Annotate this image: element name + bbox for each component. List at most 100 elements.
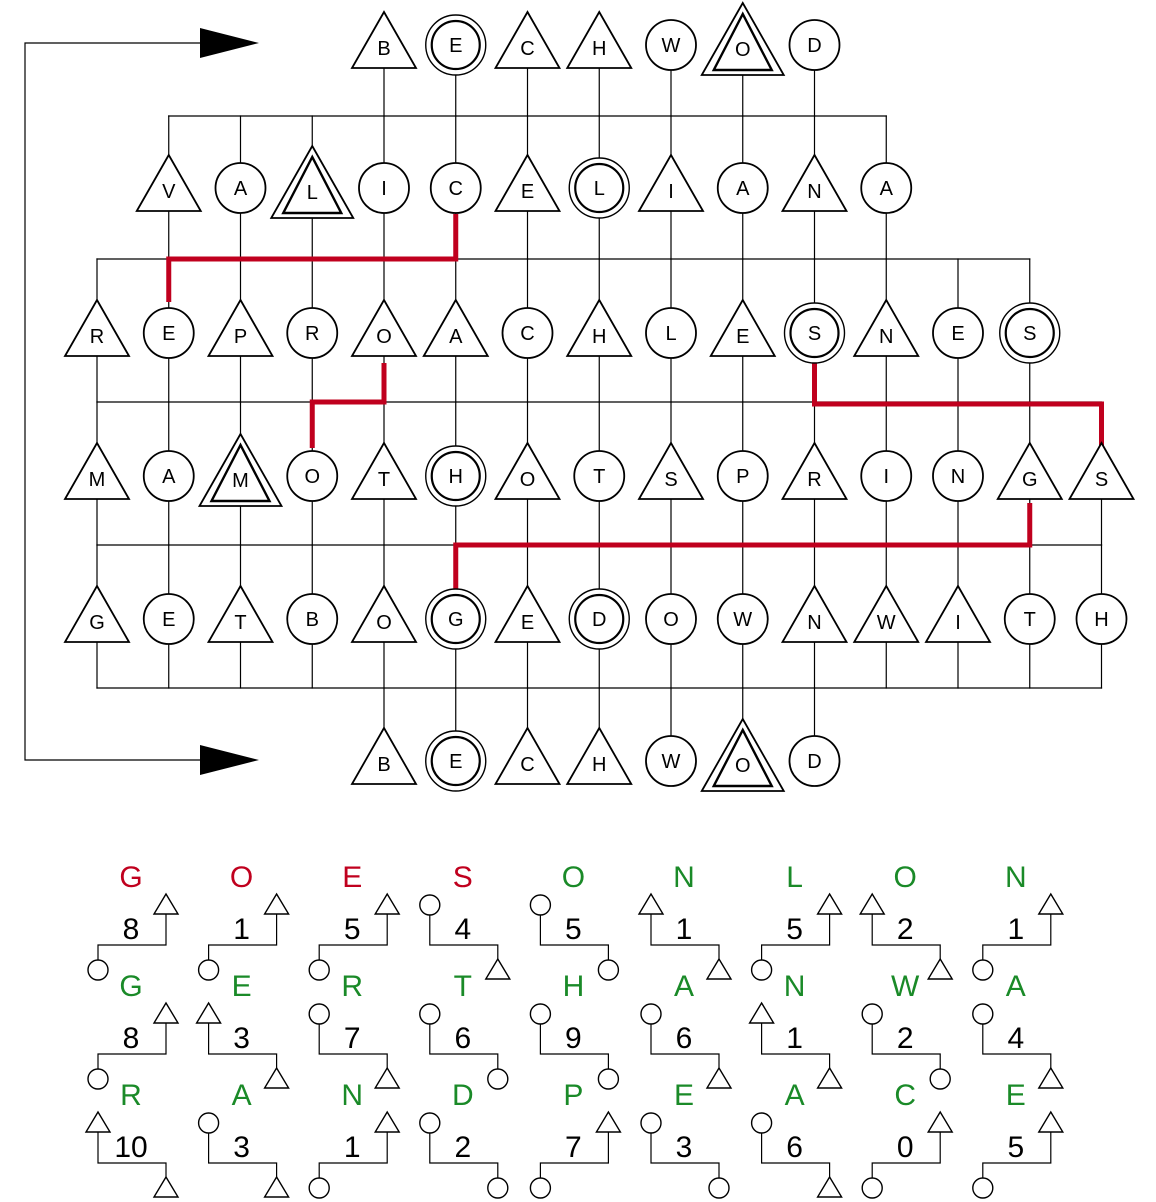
grid-node: T xyxy=(1003,593,1056,645)
node-letter: H xyxy=(449,466,463,488)
node-letter: H xyxy=(592,38,606,60)
node-letter: R xyxy=(305,323,319,345)
node-letter: N xyxy=(879,326,893,348)
node-letter: P xyxy=(234,326,247,348)
clue-item: A3 xyxy=(197,1079,290,1198)
grid-node: N xyxy=(780,584,849,643)
node-letter: O xyxy=(520,469,536,491)
node-letter: E xyxy=(951,323,964,345)
clue-letter: R xyxy=(341,970,363,1003)
clue-connector xyxy=(208,1020,278,1070)
clue-connector xyxy=(208,1129,278,1179)
node-letter: E xyxy=(736,326,749,348)
top-node: O xyxy=(700,1,786,76)
node-letter: G xyxy=(1022,469,1038,491)
node-letter: A xyxy=(162,466,176,488)
grid-node: M xyxy=(197,432,284,507)
grid-node: T xyxy=(350,441,418,500)
grid-node: S xyxy=(783,302,846,364)
node-letter: M xyxy=(89,469,106,491)
node-letter: S xyxy=(1095,469,1108,491)
clue-connector xyxy=(650,911,720,961)
node-letter: R xyxy=(807,469,821,491)
grid-node: S xyxy=(637,441,705,500)
grid-node: T xyxy=(206,584,275,643)
grid-node: O xyxy=(350,298,418,357)
grid-node: O xyxy=(350,584,418,643)
clue-connector xyxy=(97,911,167,961)
wrap-line xyxy=(24,42,200,761)
clue-number: 2 xyxy=(897,913,914,946)
bottom-node: C xyxy=(493,726,562,785)
node-letter: G xyxy=(448,609,464,631)
node-letter: V xyxy=(162,181,176,203)
clue-letter: T xyxy=(454,970,472,1003)
node-letter: C xyxy=(520,754,534,776)
clue-item: G8 xyxy=(87,861,180,981)
clue-number: 2 xyxy=(897,1022,914,1055)
clue-letter: O xyxy=(230,861,253,894)
clue-connector xyxy=(761,1129,831,1179)
clue-connector xyxy=(429,911,499,961)
node-letter: B xyxy=(306,609,319,631)
clue-item: W2 xyxy=(861,970,951,1090)
grid-node: T xyxy=(573,450,626,502)
clue-item: R7 xyxy=(308,970,401,1089)
node-letter: R xyxy=(90,326,104,348)
node-letter: P xyxy=(736,466,749,488)
clue-letter: A xyxy=(232,1079,252,1112)
clue-number: 9 xyxy=(565,1022,582,1055)
clue-item: T6 xyxy=(419,970,509,1090)
node-letter: E xyxy=(449,35,462,57)
node-letter: G xyxy=(89,612,105,634)
clue-connector xyxy=(429,1020,499,1070)
clue-item: A6 xyxy=(750,1079,843,1198)
node-letter: W xyxy=(662,751,681,773)
node-letter: T xyxy=(378,469,390,491)
node-letter: T xyxy=(234,612,246,634)
clue-letter: G xyxy=(119,861,142,894)
clue-item: A6 xyxy=(640,970,733,1089)
clue-item: S4 xyxy=(419,861,512,980)
grid-node: R xyxy=(63,298,131,357)
grid-node: N xyxy=(780,153,849,212)
clue-number: 5 xyxy=(786,913,803,946)
grid-node: O xyxy=(645,593,697,645)
clue-connector xyxy=(871,911,941,961)
grid-node: P xyxy=(206,298,275,357)
clue-item: C0 xyxy=(861,1079,954,1199)
clue-number: 1 xyxy=(786,1022,803,1055)
clue-connector xyxy=(982,911,1052,961)
clue-letter: P xyxy=(563,1079,583,1112)
clue-connector xyxy=(429,1129,499,1179)
node-letter: E xyxy=(521,612,534,634)
clue-letter: N xyxy=(784,970,806,1003)
clue-number: 6 xyxy=(786,1131,803,1164)
grid-node: D xyxy=(568,588,630,650)
path-segment xyxy=(453,503,1033,589)
grid-node: E xyxy=(709,298,777,357)
clue-connector xyxy=(871,1020,941,1070)
clue-connector xyxy=(539,1020,609,1070)
grid-node: A xyxy=(860,162,913,214)
grid-node: E xyxy=(493,584,562,643)
node-letter: E xyxy=(162,323,175,345)
clue-letter: N xyxy=(341,1079,363,1112)
clue-letter: O xyxy=(562,861,585,894)
clue-connector xyxy=(650,1129,720,1179)
clue-number: 7 xyxy=(565,1131,582,1164)
node-letter: S xyxy=(664,469,677,491)
grid-node: L xyxy=(568,157,630,219)
grid-node: G xyxy=(996,441,1064,500)
clue-connector xyxy=(539,1129,609,1179)
node-letter: L xyxy=(307,182,318,204)
node-letter: B xyxy=(377,38,390,60)
grid-node: I xyxy=(358,162,410,214)
node-letter: O xyxy=(663,609,679,631)
node-letter: E xyxy=(162,609,175,631)
node-letter: D xyxy=(592,609,606,631)
top-node: H xyxy=(565,10,633,69)
node-letter: I xyxy=(883,466,889,488)
bottom-node: B xyxy=(350,726,418,785)
